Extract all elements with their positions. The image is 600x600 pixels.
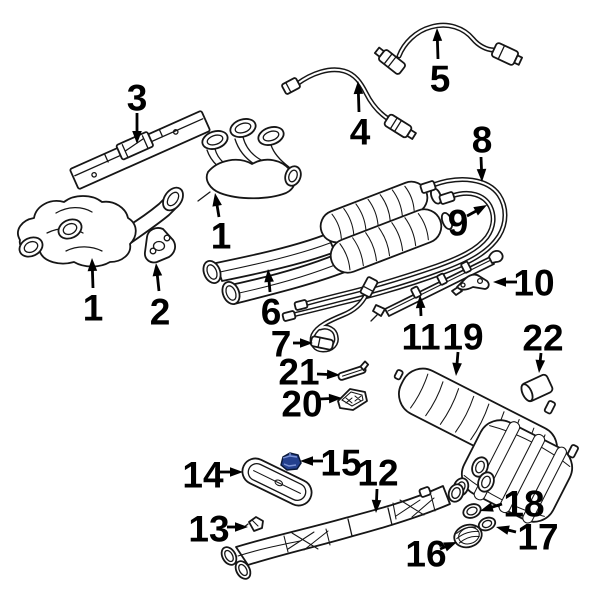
front-pipe-catalytic-converter-drawing bbox=[202, 180, 454, 305]
callout-number: 19 bbox=[442, 316, 483, 357]
callout-number: 5 bbox=[430, 58, 451, 99]
callout-number: 10 bbox=[513, 262, 554, 303]
oxygen-sensor-7-drawing bbox=[309, 276, 379, 353]
center-pipe-drawing bbox=[220, 483, 465, 580]
callout-arrowhead bbox=[476, 168, 487, 182]
exhaust-gasket-drawing bbox=[144, 227, 176, 264]
callout-12[interactable]: 12 bbox=[357, 452, 399, 513]
clip-13-drawing bbox=[242, 516, 264, 532]
callout-number: 13 bbox=[188, 508, 229, 549]
callout-arrowhead bbox=[432, 28, 443, 42]
callout-number: 17 bbox=[517, 516, 558, 557]
sensor-cable-8-drawing bbox=[281, 177, 508, 322]
callout-number: 14 bbox=[182, 454, 224, 495]
heat-shield-strip-drawing bbox=[69, 110, 211, 190]
callout-14[interactable]: 14 bbox=[182, 454, 243, 495]
callout-20[interactable]: 20 bbox=[281, 383, 342, 424]
callout-8[interactable]: 8 bbox=[472, 119, 493, 182]
callout-number: 16 bbox=[405, 533, 446, 574]
callout-number: 11 bbox=[401, 316, 440, 357]
sensor-cable-9-drawing bbox=[293, 190, 496, 311]
sealing-ring-17-drawing bbox=[477, 516, 497, 532]
bracket-20-drawing bbox=[337, 388, 368, 411]
callout-arrowhead bbox=[300, 338, 313, 348]
oxygen-sensor-5-drawing bbox=[373, 22, 523, 75]
callout-arrowhead bbox=[230, 467, 243, 477]
callout-3[interactable]: 3 bbox=[127, 77, 148, 144]
callout-21[interactable]: 21 bbox=[278, 351, 340, 392]
callout-number: 12 bbox=[357, 452, 398, 493]
callout-number: 7 bbox=[271, 323, 292, 364]
callout-number: 15 bbox=[320, 442, 361, 483]
callout-arrowhead bbox=[212, 193, 222, 207]
callout-arrowhead bbox=[152, 263, 163, 277]
callout-number: 1 bbox=[83, 287, 104, 328]
oxygen-sensor-4-drawing bbox=[281, 67, 417, 140]
callout-arrowhead bbox=[535, 359, 546, 373]
callout-number: 2 bbox=[150, 291, 171, 332]
callout-arrowhead bbox=[443, 542, 457, 552]
callout-arrowhead bbox=[493, 277, 506, 287]
small-bracket-10-drawing bbox=[451, 273, 490, 296]
bracket-rail-drawing bbox=[370, 250, 504, 322]
end-cap-drawing bbox=[453, 523, 483, 549]
callout-number: 18 bbox=[503, 483, 544, 524]
callout-7[interactable]: 7 bbox=[271, 323, 313, 364]
callout-2[interactable]: 2 bbox=[150, 263, 171, 332]
callout-arrowhead bbox=[415, 295, 426, 309]
callout-number: 1 bbox=[211, 215, 232, 256]
callout-arrowhead bbox=[496, 525, 510, 535]
callout-arrowhead bbox=[452, 362, 462, 376]
sealing-ring-18-drawing bbox=[462, 503, 482, 519]
callout-arrowhead bbox=[264, 269, 274, 283]
exhaust-tip-sleeve-drawing bbox=[520, 373, 554, 403]
callout-number: 20 bbox=[281, 383, 322, 424]
front-exhaust-manifold-drawing bbox=[17, 186, 184, 268]
callout-arrowhead bbox=[235, 522, 248, 532]
callout-6[interactable]: 6 bbox=[261, 269, 282, 332]
callout-16[interactable]: 16 bbox=[405, 533, 457, 574]
callout-11[interactable]: 11 bbox=[401, 295, 441, 357]
callout-arrowhead bbox=[87, 258, 98, 272]
rear-muffler-drawing bbox=[393, 367, 579, 524]
callout-15[interactable]: 15 bbox=[300, 442, 362, 483]
callout-arrowhead bbox=[473, 205, 487, 216]
callout-arrowhead bbox=[326, 369, 340, 380]
callout-number: 9 bbox=[448, 202, 469, 243]
callout-1[interactable]: 1 bbox=[83, 258, 104, 328]
callout-4[interactable]: 4 bbox=[350, 81, 371, 152]
bracket-21-drawing bbox=[337, 360, 370, 381]
callout-arrowhead bbox=[300, 456, 313, 466]
heat-shield-plate-drawing bbox=[241, 457, 313, 507]
callout-number: 4 bbox=[350, 111, 371, 152]
callout-arrowhead bbox=[480, 502, 494, 512]
callout-10[interactable]: 10 bbox=[493, 262, 555, 303]
callout-arrowhead bbox=[371, 499, 382, 513]
callout-5[interactable]: 5 bbox=[430, 28, 451, 99]
rear-exhaust-manifold-drawing bbox=[197, 118, 302, 202]
callout-22[interactable]: 22 bbox=[522, 317, 564, 373]
callout-number: 22 bbox=[522, 317, 563, 358]
callout-9[interactable]: 9 bbox=[448, 202, 487, 243]
callout-number: 8 bbox=[472, 119, 493, 160]
callout-arrowhead bbox=[353, 81, 364, 95]
callout-1[interactable]: 1 bbox=[211, 193, 232, 256]
callout-arrowhead bbox=[328, 393, 342, 404]
callout-18[interactable]: 18 bbox=[480, 483, 545, 524]
callout-19[interactable]: 19 bbox=[442, 316, 484, 376]
callout-arrowhead bbox=[132, 131, 142, 144]
callout-number: 3 bbox=[127, 77, 148, 118]
highlighted-nut-drawing[interactable] bbox=[280, 452, 302, 471]
callout-13[interactable]: 13 bbox=[188, 508, 248, 549]
callout-number: 21 bbox=[278, 351, 319, 392]
callout-number: 6 bbox=[261, 291, 282, 332]
callout-17[interactable]: 17 bbox=[496, 516, 559, 557]
